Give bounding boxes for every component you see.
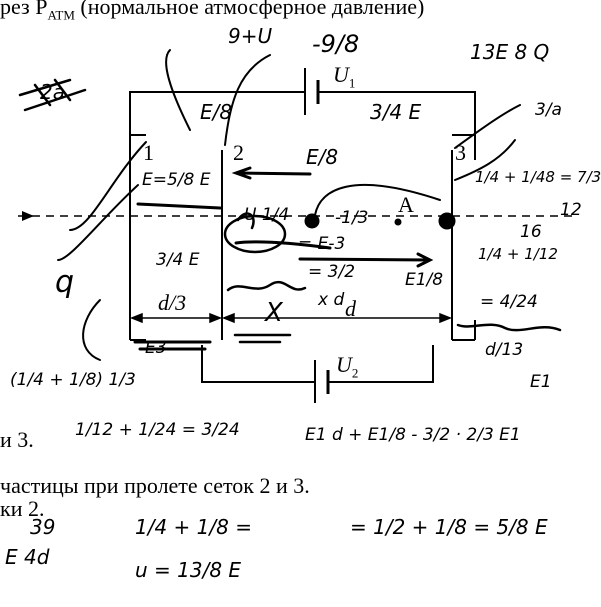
hw-bottom-u: u = 13/8 E (135, 558, 242, 582)
handwritten-strokes (18, 49, 562, 361)
hw-bottom-sum: 1/4 + 1/8 = (135, 515, 252, 539)
bottom-circuit-wire (201, 345, 434, 403)
hw-right-eq: = 4/24 (480, 292, 538, 312)
dimension-lines (129, 312, 453, 324)
hw-right-12: 12 (560, 200, 582, 220)
hw-bottom-left-frac: (1/4 + 1/8) 1/3 (10, 370, 136, 390)
text-line-3: ки 2. (0, 496, 45, 521)
hw-left-top: 2a (40, 80, 65, 104)
hw-bottom-39: 39 (30, 515, 56, 539)
hw-right-sum: 1/4 + 1/48 = 7/3 (475, 168, 601, 186)
hw-x-label: X (265, 298, 283, 328)
hw-e1-8: E1/8 (405, 270, 444, 290)
hw-top-right: 13E 8 Q (470, 40, 550, 64)
hw-bottom-e-4d: E 4d (5, 545, 50, 569)
hw-right-e1: E1 (530, 372, 552, 392)
text-line-2: частицы при пролете сеток 2 и 3. (0, 473, 310, 498)
hw-bottom-right: = 1/2 + 1/8 = 5/8 E (350, 515, 548, 539)
header-text: рез PATM (нормальное атмосферное давлени… (0, 0, 425, 23)
hw-e8-left: E/8 (200, 100, 233, 124)
point-a-dot (394, 218, 402, 226)
grid-2-label: 2 (233, 140, 244, 165)
hw-right-16: 16 (520, 222, 542, 242)
hw-top-left: 9+U (228, 24, 273, 48)
plates (129, 134, 476, 341)
hw-eq-3-2: = 3/2 (308, 262, 356, 282)
hw-minus-1-3: -1/3 (335, 208, 369, 228)
axis-arrow (22, 211, 34, 221)
hw-bottom-expr: E1 d + E1/8 - 3/2 · 2/3 E1 (305, 425, 521, 445)
hw-left-q: q (55, 265, 75, 300)
hw-e3: E3 (145, 338, 167, 358)
hw-3-4-e-left: 3/4 E (156, 250, 200, 270)
hw-e-minus-3: = E-3 (298, 234, 346, 254)
hw-right-sum2: 1/4 + 1/12 (478, 245, 558, 263)
hw-e58e: E=5/8 E (142, 170, 211, 190)
u1-label: U1 (333, 62, 356, 91)
hw-3-4-e: 3/4 E (370, 100, 422, 124)
hw-right-frac: d/13 (485, 340, 524, 360)
text-line-1: и 3. (0, 427, 34, 452)
hw-u-1-4: U 1/4 (244, 205, 290, 225)
grid-3-label: 3 (455, 140, 466, 165)
hw-bottom-mid-frac: 1/12 + 1/24 = 3/24 (75, 420, 240, 440)
u2-label: U2 (336, 352, 359, 381)
grid-1-label: 1 (143, 140, 154, 165)
hw-x-d: x d (318, 290, 345, 310)
hw-top-expr: -9/8 (312, 30, 360, 58)
hw-right-a: 3/a (535, 100, 562, 120)
d3-label: d/3 (158, 290, 187, 315)
d-label: d (345, 296, 356, 321)
hw-e8-mid: E/8 (306, 145, 339, 169)
top-circuit-wire (129, 68, 476, 135)
point-a-label: A (398, 192, 414, 217)
